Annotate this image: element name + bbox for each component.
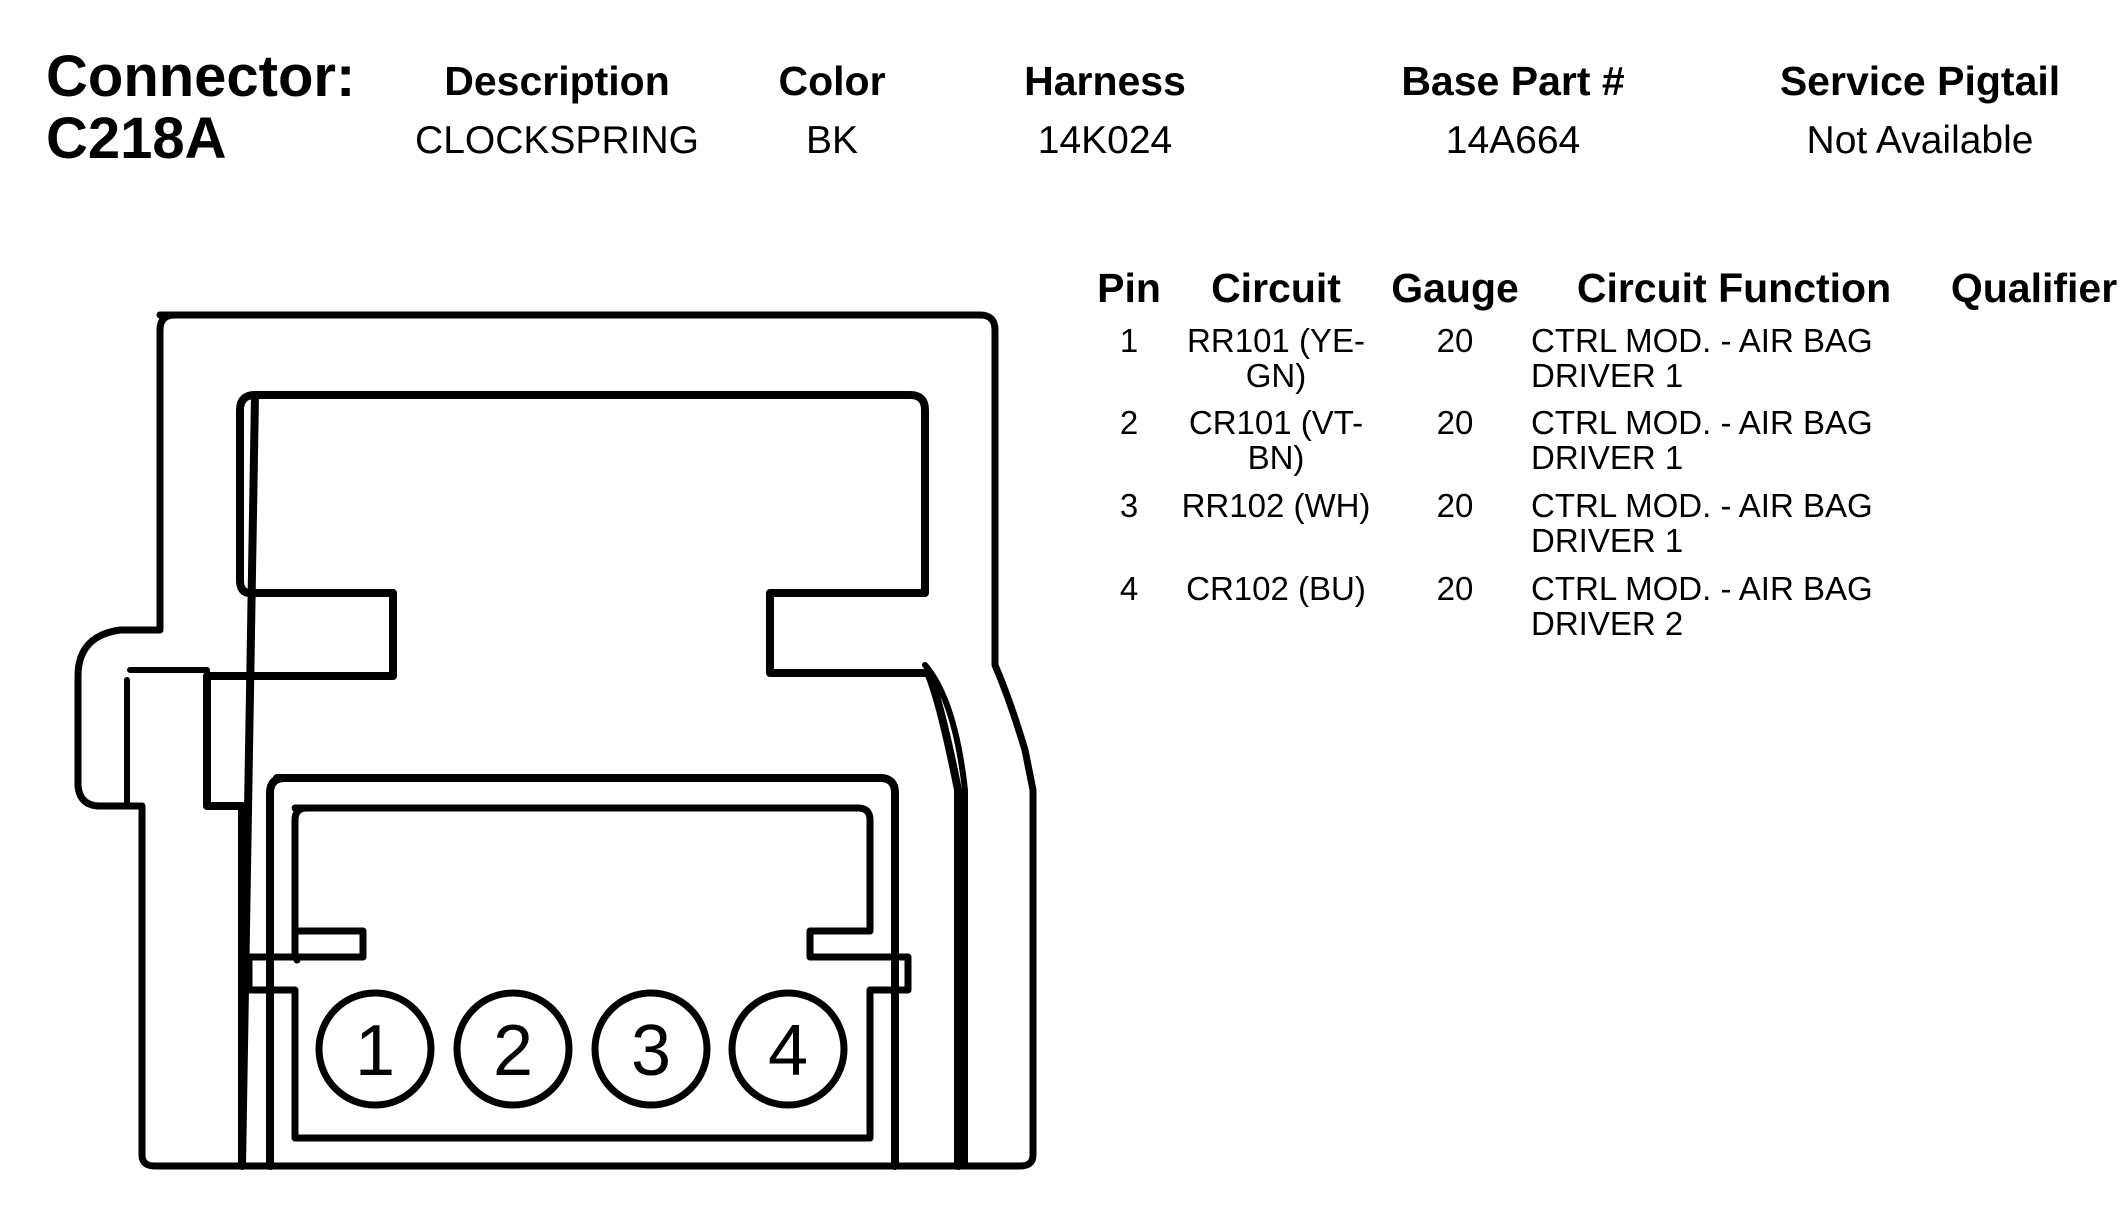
header-base-part: Base Part # xyxy=(1401,58,1625,104)
function-line-1: CTRL MOD. - AIR BAG xyxy=(1531,404,1873,441)
pin-label-4: 4 xyxy=(768,1011,808,1091)
housing-outline xyxy=(74,311,1037,1170)
function-line-2: DRIVER 2 xyxy=(1531,605,1684,642)
connector-id: C218A xyxy=(46,106,227,171)
circuit-line-2: GN) xyxy=(1245,357,1307,394)
value-description: CLOCKSPRING xyxy=(415,119,699,162)
pin-label-3: 3 xyxy=(631,1011,671,1091)
function-line-2: DRIVER 1 xyxy=(1531,439,1684,476)
column-qualifier: Qualifier xyxy=(1950,265,2118,311)
pin-number: 3 xyxy=(1119,487,1139,524)
gauge: 20 xyxy=(1436,487,1474,524)
circuit-line-1: CR101 (VT- xyxy=(1188,404,1364,441)
pin-number: 1 xyxy=(1119,322,1139,359)
circuit-line-1: RR102 (WH) xyxy=(1181,487,1371,524)
function-line-1: CTRL MOD. - AIR BAG xyxy=(1531,487,1873,524)
gauge: 20 xyxy=(1436,404,1474,441)
pin-number: 4 xyxy=(1119,570,1139,607)
function-line-1: CTRL MOD. - AIR BAG xyxy=(1531,570,1873,607)
value-harness: 14K024 xyxy=(1037,119,1173,162)
pin-cavities: 1 2 3 4 xyxy=(315,989,848,1109)
gauge: 20 xyxy=(1436,570,1474,607)
pin-circle-3 xyxy=(591,989,711,1109)
connector-face-diagram: 1 2 3 4 xyxy=(74,311,1037,1170)
function-line-1: CTRL MOD. - AIR BAG xyxy=(1531,322,1873,359)
column-circuit-function: Circuit Function xyxy=(1576,265,1892,311)
pin-circle-1 xyxy=(315,989,435,1109)
gauge: 20 xyxy=(1436,322,1474,359)
function-line-2: DRIVER 1 xyxy=(1531,522,1684,559)
circuit-line-2: BN) xyxy=(1247,439,1305,476)
value-color: BK xyxy=(805,119,859,162)
pin-label-1: 1 xyxy=(355,1011,395,1091)
column-circuit: Circuit xyxy=(1211,265,1341,311)
connector-label: Connector: xyxy=(46,44,356,109)
column-pin: Pin xyxy=(1097,265,1161,311)
pin-circle-2 xyxy=(453,989,573,1109)
circuit-line-1: RR101 (YE- xyxy=(1187,322,1365,359)
header-description: Description xyxy=(444,58,670,104)
function-line-2: DRIVER 1 xyxy=(1531,357,1684,394)
value-service-pigtail: Not Available xyxy=(1806,119,2034,162)
latch-window xyxy=(203,391,962,1170)
value-base-part: 14A664 xyxy=(1445,119,1581,162)
cavity-frame-outer xyxy=(266,774,899,1170)
pin-number: 2 xyxy=(1119,404,1139,441)
column-gauge: Gauge xyxy=(1391,265,1519,311)
header-harness: Harness xyxy=(1024,58,1186,104)
circuit-line-1: CR102 (BU) xyxy=(1186,570,1366,607)
cavity-frame-inner xyxy=(245,804,912,1142)
pin-label-2: 2 xyxy=(493,1011,533,1091)
header-color: Color xyxy=(778,58,886,104)
pin-circle-4 xyxy=(728,989,848,1109)
header-service-pigtail: Service Pigtail xyxy=(1779,58,2061,104)
